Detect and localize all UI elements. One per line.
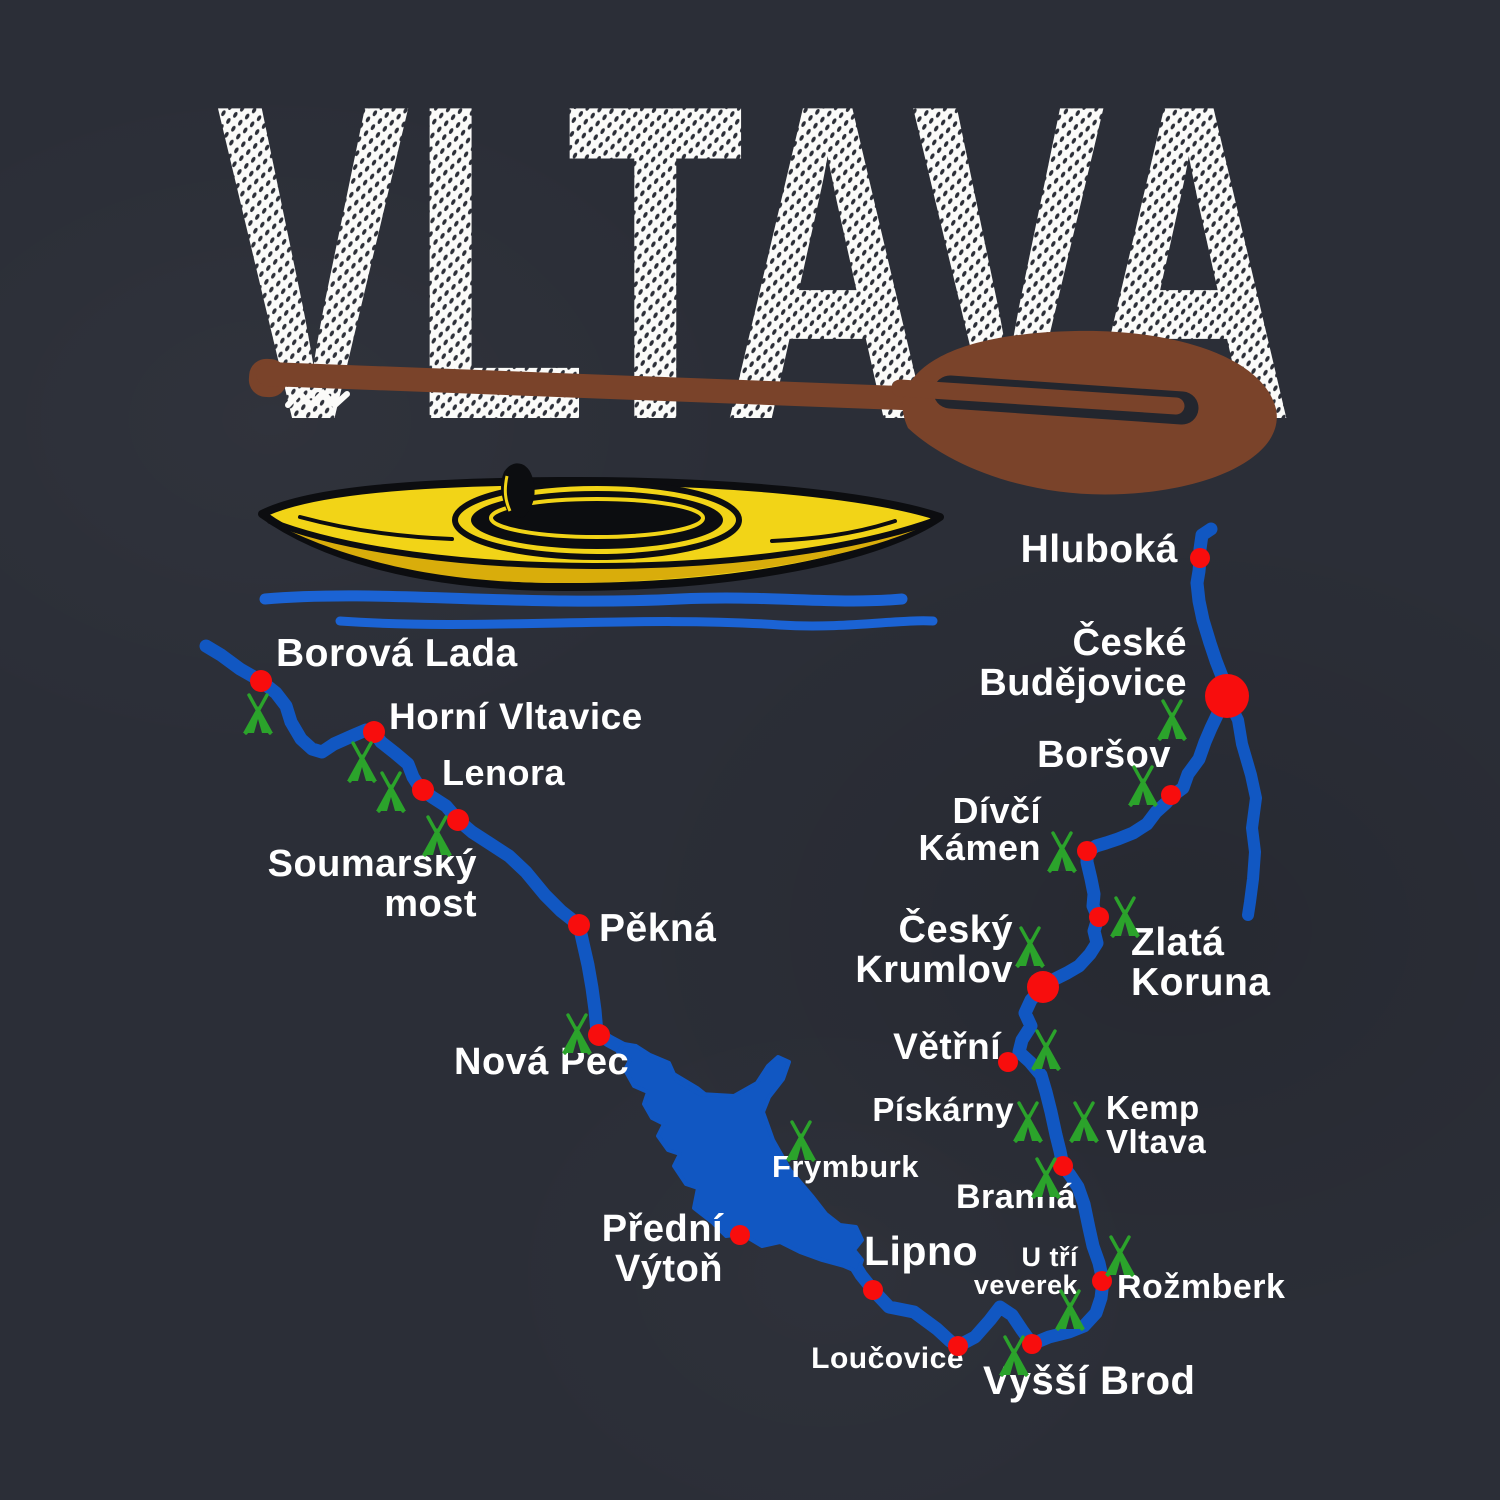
town-label-line: U tří bbox=[1021, 1242, 1078, 1273]
tent-icon bbox=[562, 1013, 592, 1055]
lipno-dot bbox=[863, 1280, 883, 1300]
town-label-line: Kámen bbox=[918, 826, 1041, 868]
tent-icon bbox=[376, 771, 406, 813]
lipno-label: Lipno bbox=[864, 1230, 978, 1273]
tent-icon bbox=[1047, 831, 1077, 873]
nova-pec-label: Nová Pec bbox=[454, 1043, 629, 1083]
town-label-line: Krumlov bbox=[855, 948, 1013, 991]
town-label-line: Loučovice bbox=[811, 1341, 964, 1375]
divci-kamen-dot bbox=[1077, 841, 1097, 861]
vetrni-label: Větřní bbox=[893, 1026, 1001, 1068]
town-label-line: České bbox=[1072, 622, 1187, 665]
horni-vltavice-dot bbox=[363, 721, 385, 743]
tent-icon bbox=[1055, 1289, 1085, 1331]
lenora-dot bbox=[412, 779, 434, 801]
piskarny-label: Pískárny bbox=[872, 1091, 1014, 1129]
pekna-label: Pěkná bbox=[599, 906, 717, 950]
river-map bbox=[199, 522, 1262, 1353]
town-label-line: Zlatá bbox=[1131, 920, 1225, 964]
tent-icon bbox=[1031, 1157, 1061, 1199]
town-label-line: Rožmberk bbox=[1117, 1267, 1286, 1306]
cesky-krumlov-dot bbox=[1027, 971, 1059, 1003]
water-streak bbox=[259, 590, 908, 607]
hluboka-dot bbox=[1190, 548, 1210, 568]
predni-vyton-dot bbox=[730, 1225, 750, 1245]
distress-mark bbox=[285, 388, 350, 410]
hluboka-label: Hluboká bbox=[1020, 527, 1178, 571]
borova-lada-dot bbox=[250, 670, 272, 692]
kayak-backrest bbox=[501, 463, 535, 518]
nova-pec-dot bbox=[588, 1024, 610, 1046]
town-label-line: Výtoň bbox=[614, 1247, 723, 1290]
water-streak bbox=[335, 616, 938, 631]
town-label-line: Český bbox=[898, 909, 1013, 952]
kayak-icon bbox=[258, 463, 944, 631]
town-label-line: Budějovice bbox=[979, 661, 1187, 704]
kayak-hull-band bbox=[268, 520, 932, 583]
town-label-line: Dívčí bbox=[952, 789, 1041, 831]
river-malse bbox=[1221, 692, 1262, 921]
tent-icon bbox=[999, 1335, 1029, 1377]
town-label-line: Borová Lada bbox=[276, 631, 518, 675]
tent-icon bbox=[1069, 1101, 1099, 1143]
tent-icon bbox=[347, 741, 377, 783]
tent-icon bbox=[1128, 765, 1158, 807]
loucovice-dot bbox=[948, 1336, 968, 1356]
vyssi-brod-dot bbox=[1022, 1334, 1042, 1354]
town-label-line: Lipno bbox=[864, 1227, 979, 1274]
canoe-paddle-icon bbox=[248, 330, 1277, 495]
zlata-koruna-dot bbox=[1089, 907, 1109, 927]
tent-icon bbox=[1157, 699, 1187, 741]
horni-vltavice-label: Horní Vltavice bbox=[389, 696, 643, 738]
tent-icon bbox=[786, 1120, 816, 1162]
vetrni-dot bbox=[998, 1052, 1018, 1072]
tent-icon bbox=[1110, 896, 1140, 938]
soumarsky-most-dot bbox=[447, 809, 469, 831]
loucovice-label: Loučovice bbox=[811, 1343, 964, 1374]
borova-lada-label: Borová Lada bbox=[276, 631, 518, 675]
town-label-line: Pískárny bbox=[872, 1091, 1014, 1129]
river-vltava bbox=[199, 522, 1234, 1353]
lenora-label: Lenora bbox=[442, 751, 566, 793]
town-label-line: Hluboká bbox=[1020, 527, 1178, 571]
lipno-lake bbox=[616, 1042, 864, 1274]
ceske-budejovice-dot bbox=[1205, 674, 1249, 718]
town-label-line: Boršov bbox=[1037, 734, 1171, 777]
tent-icon bbox=[1031, 1029, 1061, 1071]
pekna-dot bbox=[568, 914, 590, 936]
tent-icon bbox=[1105, 1235, 1135, 1277]
rozmberk-label: Rožmberk bbox=[1117, 1267, 1286, 1306]
town-label-line: Horní Vltavice bbox=[389, 696, 643, 738]
town-label-line: Koruna bbox=[1131, 961, 1271, 1005]
town-label-line: Pěkná bbox=[599, 906, 717, 950]
tent-icon bbox=[1013, 1101, 1043, 1143]
town-label-line: Lenora bbox=[442, 751, 566, 793]
town-label-line: Přední bbox=[601, 1208, 723, 1251]
town-label-line: most bbox=[384, 882, 477, 925]
kayak-cockpit-rim bbox=[452, 480, 742, 560]
tent-icon bbox=[422, 815, 452, 857]
town-label-line: Vltava bbox=[1106, 1123, 1207, 1161]
town-label-line: Větřní bbox=[893, 1026, 1001, 1068]
town-label-line: Kemp bbox=[1106, 1089, 1200, 1127]
branna-dot bbox=[1053, 1156, 1073, 1176]
tent-icon bbox=[1015, 926, 1045, 968]
borsov-dot bbox=[1161, 785, 1181, 805]
tent-icon bbox=[243, 693, 273, 735]
borsov-label: Boršov bbox=[1037, 736, 1171, 776]
town-label-line: veverek bbox=[973, 1270, 1078, 1301]
town-label-line: Nová Pec bbox=[454, 1041, 630, 1084]
